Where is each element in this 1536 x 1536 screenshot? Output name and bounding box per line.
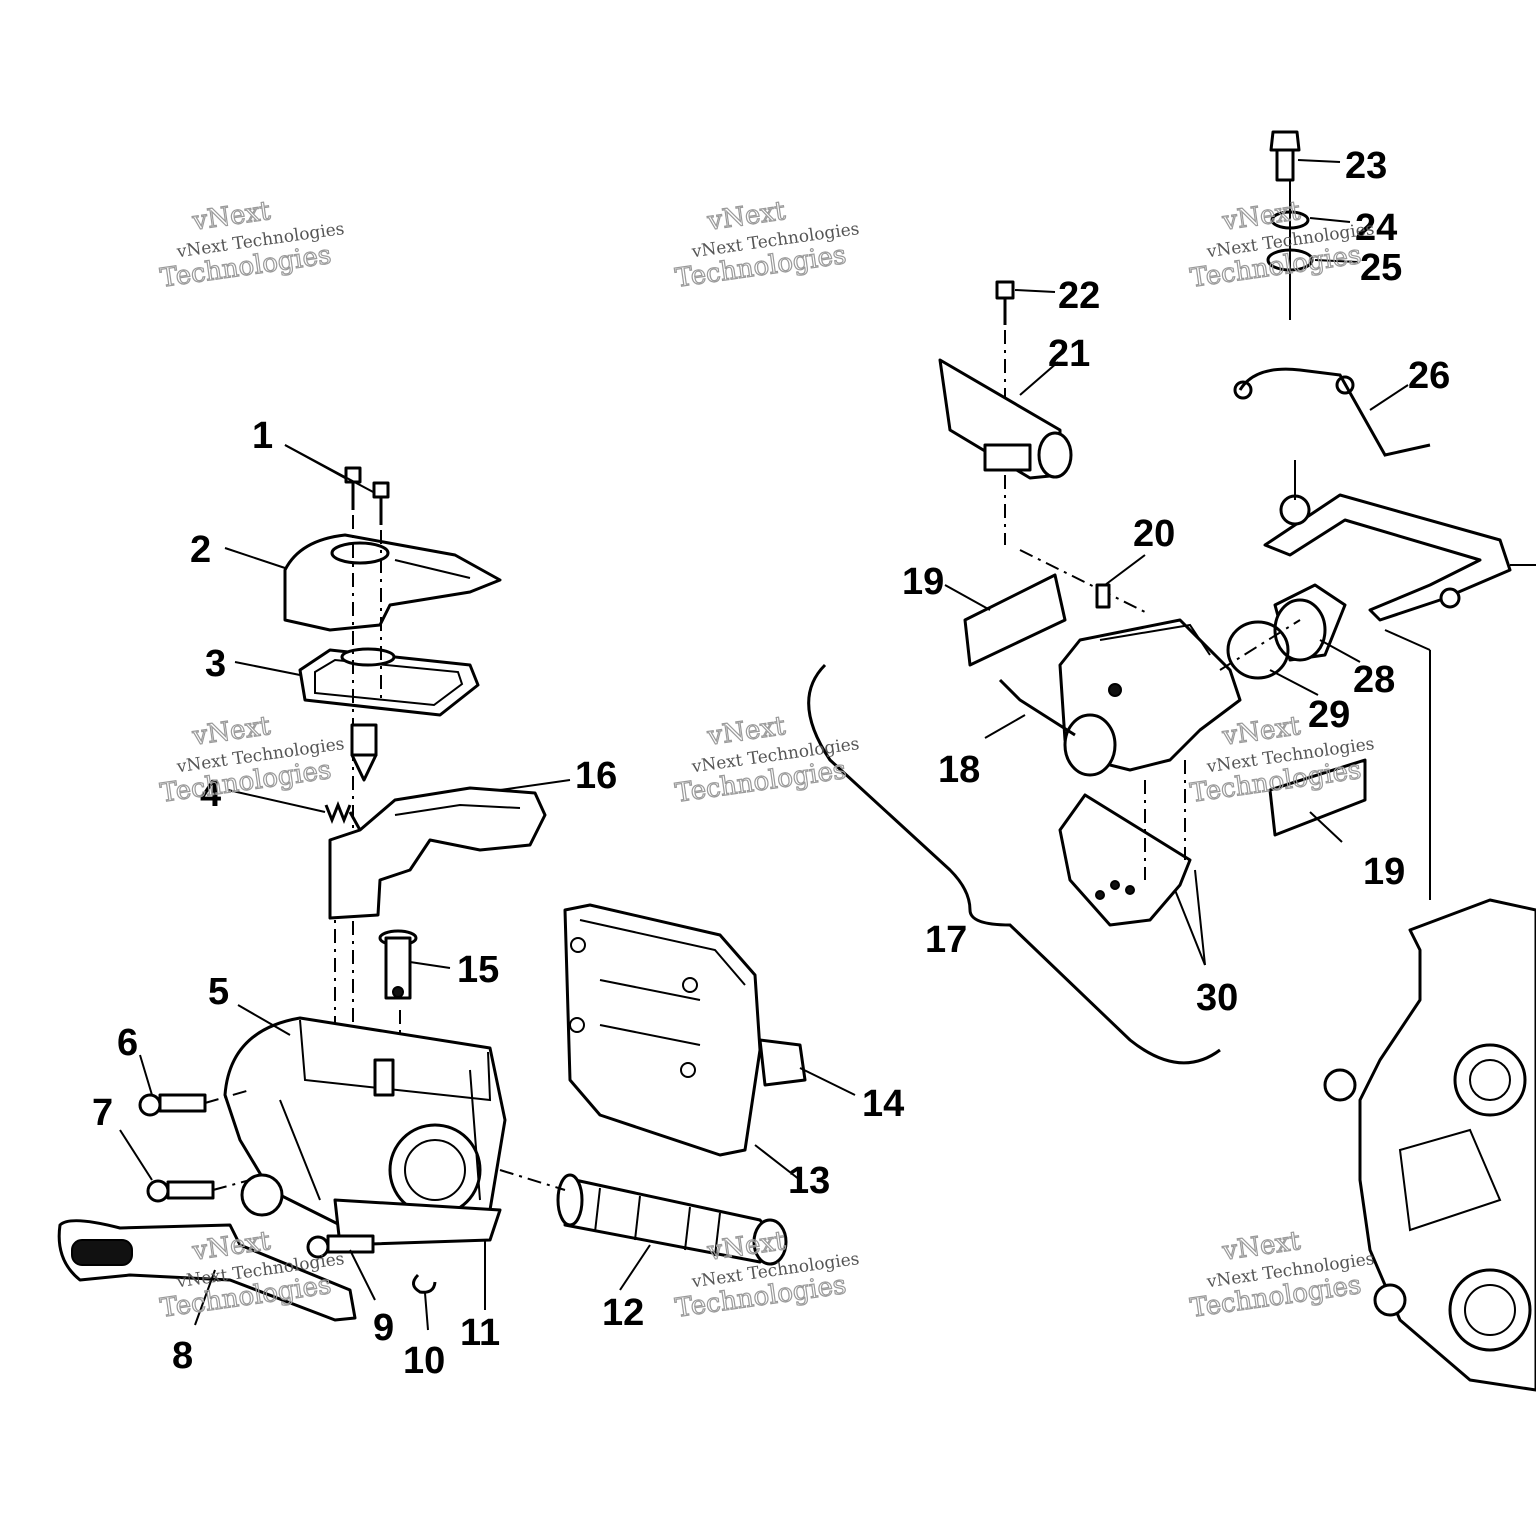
callout-12: 12 <box>602 1292 644 1334</box>
callout-18: 18 <box>938 749 980 791</box>
part-2-cover <box>283 533 502 632</box>
part-22-screw <box>995 280 1015 325</box>
part-18-pad-clip <box>998 678 1076 737</box>
callout-23: 23 <box>1345 145 1387 187</box>
callout-14: 14 <box>862 1083 904 1125</box>
brace-17 <box>807 663 1221 1065</box>
left-assembly <box>57 444 856 1331</box>
plunger <box>350 723 378 782</box>
watermark: vNext vNext Technologies Technologies <box>158 711 346 810</box>
part-13-housing-cover <box>563 903 762 1157</box>
callout-6: 6 <box>117 1022 138 1064</box>
callout-10: 10 <box>403 1340 445 1382</box>
part-9-screw <box>306 1234 375 1259</box>
callout-15: 15 <box>457 949 499 991</box>
callout-19-top: 19 <box>902 561 944 603</box>
part-28-piston <box>1273 583 1347 662</box>
callout-labels: 1 2 3 4 5 6 7 8 9 10 11 12 13 14 15 16 1… <box>92 145 1450 1382</box>
callout-4: 4 <box>200 773 221 815</box>
part-19-shim-top <box>963 573 1067 667</box>
part-7-screw <box>146 1179 215 1203</box>
chaincase-cover <box>1323 898 1536 1392</box>
part-16-throttle-lever <box>328 786 547 920</box>
callout-20: 20 <box>1133 513 1175 555</box>
callout-7: 7 <box>92 1092 113 1134</box>
watermark: vNext vNext Technologies Technologies <box>1188 1226 1376 1325</box>
part-29-seal <box>1226 620 1290 680</box>
part-8-brake-lever <box>57 1219 357 1322</box>
part-14-connector <box>758 1038 807 1087</box>
callout-22: 22 <box>1058 275 1100 317</box>
part-15-pin <box>378 929 418 1000</box>
part-30-brake-pads <box>1058 793 1192 927</box>
part-11-lower-shell <box>333 1198 502 1247</box>
callout-3: 3 <box>205 643 226 685</box>
callout-19-bottom: 19 <box>1363 851 1405 893</box>
part-21-fitting <box>938 358 1073 480</box>
callout-26: 26 <box>1408 355 1450 397</box>
callout-29: 29 <box>1308 694 1350 736</box>
part-5-housing <box>223 1016 507 1227</box>
part-20-bleeder <box>1095 583 1111 609</box>
part-10-circlip <box>412 1273 437 1294</box>
callout-24: 24 <box>1355 207 1397 249</box>
callout-1: 1 <box>252 415 273 457</box>
callout-11: 11 <box>460 1312 500 1354</box>
right-assembly <box>807 130 1536 1392</box>
callout-16: 16 <box>575 755 617 797</box>
part-12-sleeve <box>556 1173 788 1266</box>
callout-8: 8 <box>172 1335 193 1377</box>
callout-25: 25 <box>1360 247 1402 289</box>
callout-13: 13 <box>788 1160 830 1202</box>
callout-30: 30 <box>1196 977 1238 1019</box>
part-4-spring <box>324 800 362 831</box>
part-23-bolt <box>1269 130 1301 182</box>
callout-9: 9 <box>373 1307 394 1349</box>
callout-21: 21 <box>1048 333 1090 375</box>
callout-17: 17 <box>925 919 967 961</box>
callout-5: 5 <box>208 971 229 1013</box>
caliper-body <box>1058 618 1242 777</box>
part-26-spring-clip <box>1233 367 1431 457</box>
watermark: vNext vNext Technologies Technologies <box>1188 196 1376 295</box>
watermark: vNext vNext Technologies Technologies <box>673 711 861 810</box>
watermark: vNext vNext Technologies Technologies <box>158 196 346 295</box>
callout-2: 2 <box>190 529 211 571</box>
part-6-screw <box>138 1093 207 1117</box>
part-19-shim-bottom <box>1268 758 1367 837</box>
watermark: vNext vNext Technologies Technologies <box>673 196 861 295</box>
callout-28: 28 <box>1353 659 1395 701</box>
part-3-gasket <box>298 647 480 717</box>
